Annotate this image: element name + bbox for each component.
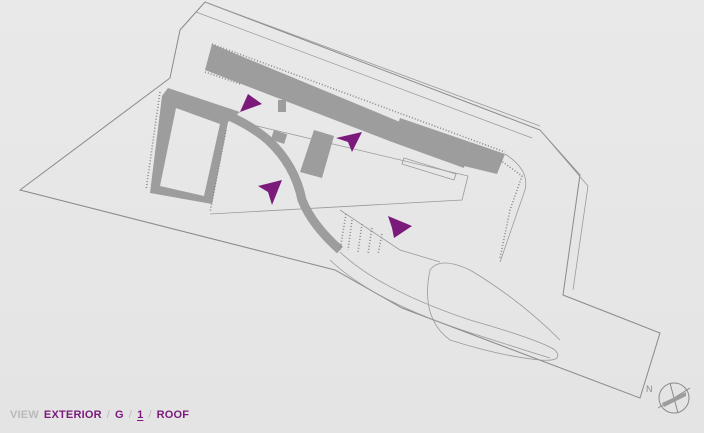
east-curve	[499, 153, 527, 263]
camera-marker-center[interactable]	[336, 132, 362, 152]
access-road	[188, 97, 344, 254]
compass-north-label: N	[646, 384, 653, 394]
central-block	[300, 130, 334, 178]
camera-marker-west[interactable]	[258, 180, 282, 205]
north-building-terrace	[211, 43, 506, 153]
nav-separator: /	[106, 409, 111, 421]
camera-marker-south[interactable]	[388, 216, 412, 238]
nav-separator: /	[148, 409, 152, 421]
east-end-block	[464, 142, 505, 174]
view-label: VIEW	[10, 409, 39, 421]
north-building-terrace-2	[204, 71, 241, 85]
branch-road	[339, 209, 441, 263]
camera-marker-northwest[interactable]	[240, 94, 262, 112]
loop-road-inner	[329, 259, 551, 359]
north-road-edge-2	[195, 11, 533, 139]
loop-road-outer	[339, 251, 561, 361]
view-exterior-link[interactable]: EXTERIOR	[43, 409, 102, 421]
level-roof-link[interactable]: ROOF	[156, 409, 190, 421]
level-g-link[interactable]: G	[115, 409, 124, 421]
small-block-2	[278, 100, 286, 112]
level-1-link[interactable]: 1	[137, 409, 144, 421]
central-platform	[209, 121, 469, 215]
nav-separator: /	[128, 409, 133, 421]
parking-dashes	[339, 213, 383, 255]
north-building-east-wing	[392, 118, 470, 168]
east-road-edge	[539, 129, 589, 291]
platform-slot	[401, 157, 457, 181]
east-terrace-dashes	[499, 159, 523, 259]
view-navigation: VIEW EXTERIOR / G / 1 / ROOF	[10, 409, 189, 421]
north-road-edge	[204, 1, 541, 127]
north-arrow-icon: N	[646, 382, 691, 414]
north-building	[205, 44, 400, 142]
site-boundary	[18, 1, 661, 399]
west-building-edge-2	[209, 129, 227, 213]
